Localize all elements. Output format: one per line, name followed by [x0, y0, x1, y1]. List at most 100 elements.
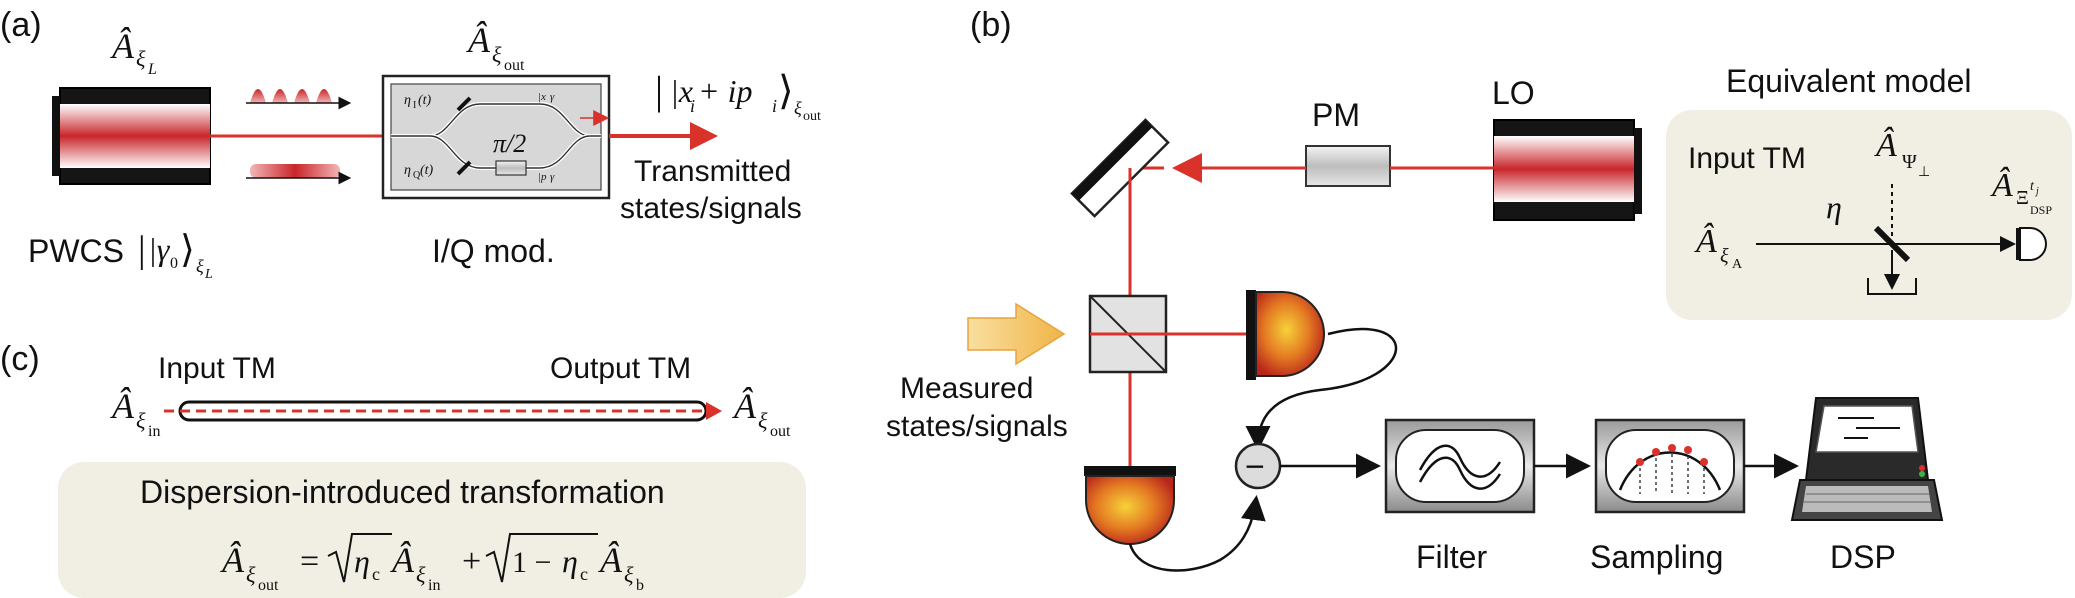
ket-out-label: | |x i + ip i ⟩ ξ out — [655, 68, 821, 124]
dispersion-title: Dispersion-introduced transformation — [140, 474, 665, 510]
ket-x-label: |x — [538, 91, 546, 103]
pwcs-label: PWCS | |γ 0 ⟩ ξ L — [28, 229, 213, 282]
pi-half-label: π/2 — [493, 129, 526, 158]
svg-text:Â: Â — [598, 540, 623, 580]
svg-text:γ: γ — [550, 171, 555, 183]
dispersion-equation: Â ξ out = η c Â ξ in + 1 − η c Â ξ b — [220, 533, 644, 594]
svg-text:+: + — [462, 543, 481, 580]
detector-bottom — [1084, 466, 1176, 545]
svg-text:i: i — [772, 96, 777, 116]
measured-label-1: Measured — [900, 372, 1033, 405]
iq-modulator: η I (t) η Q (t) |x γ |p γ π/2 — [381, 74, 611, 200]
svg-text:Q: Q — [413, 170, 421, 181]
svg-text:ξ: ξ — [246, 562, 256, 587]
svg-text:Â: Â — [110, 386, 135, 426]
svg-text:γ: γ — [550, 91, 555, 103]
op-out-label: Â ξ out — [466, 20, 525, 74]
transmitted-label-2: states/signals — [620, 192, 802, 225]
ket-p-label: |p — [538, 171, 547, 183]
svg-text:Â: Â — [220, 540, 245, 580]
svg-text:ξ: ξ — [758, 408, 768, 433]
eta-i-label: η — [404, 93, 411, 108]
measured-signal-arrow — [967, 302, 1066, 366]
svg-text:in: in — [148, 423, 160, 440]
svg-text:c: c — [372, 564, 380, 584]
output-tm-label: Output TM — [550, 352, 691, 385]
svg-text:Â: Â — [390, 540, 415, 580]
svg-text:PWCS: PWCS — [28, 233, 124, 269]
equiv-model-diagram — [1756, 184, 2047, 295]
equiv-eta-label: η — [1826, 189, 1842, 225]
svg-text:η: η — [562, 543, 578, 579]
svg-text:ξ: ξ — [196, 256, 204, 276]
svg-text:Ξ: Ξ — [2016, 187, 2029, 209]
svg-text:t: t — [2030, 179, 2035, 194]
svg-text:|: | — [138, 229, 146, 271]
svg-text:ξ: ξ — [136, 46, 146, 71]
phase-modulator — [1305, 145, 1391, 187]
input-tm-label: Input TM — [158, 352, 276, 385]
op-in-label: Â ξ L — [110, 26, 157, 78]
svg-text:ξ: ξ — [136, 408, 146, 433]
svg-text:L: L — [147, 61, 157, 78]
svg-text:ξ: ξ — [794, 98, 802, 118]
equiv-a-in-label: Â ξ A — [1694, 223, 1743, 272]
svg-text:I: I — [413, 100, 416, 111]
svg-text:(t): (t) — [420, 163, 434, 178]
pulse-train — [246, 89, 352, 110]
svg-text:1 −: 1 − — [512, 546, 551, 579]
transmitted-label-1: Transmitted — [634, 155, 791, 188]
panel-c: (c) Input TM Output TM Â ξ in Â ξ out Di… — [0, 340, 806, 598]
svg-text:ξ: ξ — [416, 562, 426, 587]
svg-text:Â: Â — [1694, 223, 1717, 260]
svg-text:|γ: |γ — [148, 231, 171, 267]
equiv-title: Equivalent model — [1726, 63, 1971, 99]
dsp-label: DSP — [1830, 539, 1896, 575]
equiv-input-tm-label: Input TM — [1688, 142, 1806, 175]
panel-b-tag: (b) — [970, 6, 1012, 44]
equiv-model-box — [1666, 110, 2072, 320]
svg-text:out: out — [803, 109, 821, 124]
wire-bottom-detector — [1128, 495, 1266, 572]
svg-text:Â: Â — [466, 20, 491, 60]
panel-b: (b) LO PM Measured sta — [886, 6, 2072, 575]
svg-text:|x: |x — [670, 73, 693, 109]
panel-a-tag: (a) — [0, 6, 42, 44]
svg-text:⟩: ⟩ — [778, 68, 794, 113]
svg-text:b: b — [636, 577, 644, 594]
svg-text:Ψ: Ψ — [1902, 151, 1917, 173]
transmitted-arrowhead — [690, 122, 718, 150]
svg-text:j: j — [2034, 186, 2039, 197]
svg-text:Â: Â — [1990, 167, 2013, 204]
svg-text:out: out — [770, 423, 791, 440]
svg-text:out: out — [258, 577, 279, 594]
dsp-computer-icon — [1790, 397, 1944, 521]
iq-mod-label: I/Q mod. — [432, 233, 555, 269]
svg-text:+ ip: + ip — [698, 73, 752, 109]
svg-text:i: i — [690, 96, 695, 116]
subtractor: − — [1234, 442, 1282, 490]
fiber-link — [164, 400, 722, 422]
svg-text:L: L — [204, 267, 213, 282]
equiv-a-vac-label: Â Ψ ⊥ — [1874, 127, 1930, 180]
filter-label: Filter — [1416, 539, 1487, 575]
equiv-a-out-label: Â Ξ t j DSP — [1990, 167, 2052, 217]
svg-text:A: A — [1732, 257, 1743, 272]
lo-laser — [1493, 119, 1642, 221]
svg-text:=: = — [300, 543, 319, 580]
svg-text:ξ: ξ — [624, 562, 634, 587]
cw-signal — [246, 164, 352, 185]
lo-label: LO — [1492, 75, 1535, 111]
laser-source — [52, 87, 211, 185]
sampling-label: Sampling — [1590, 539, 1723, 575]
svg-text:DSP: DSP — [2030, 203, 2052, 217]
svg-text:in: in — [428, 577, 440, 594]
svg-text:Â: Â — [732, 386, 757, 426]
svg-text:η: η — [354, 543, 370, 579]
svg-text:⟩: ⟩ — [180, 229, 195, 271]
svg-text:(t): (t) — [418, 93, 432, 108]
pm-label: PM — [1312, 97, 1360, 133]
panel-c-tag: (c) — [0, 340, 40, 378]
filter-block — [1384, 418, 1536, 514]
